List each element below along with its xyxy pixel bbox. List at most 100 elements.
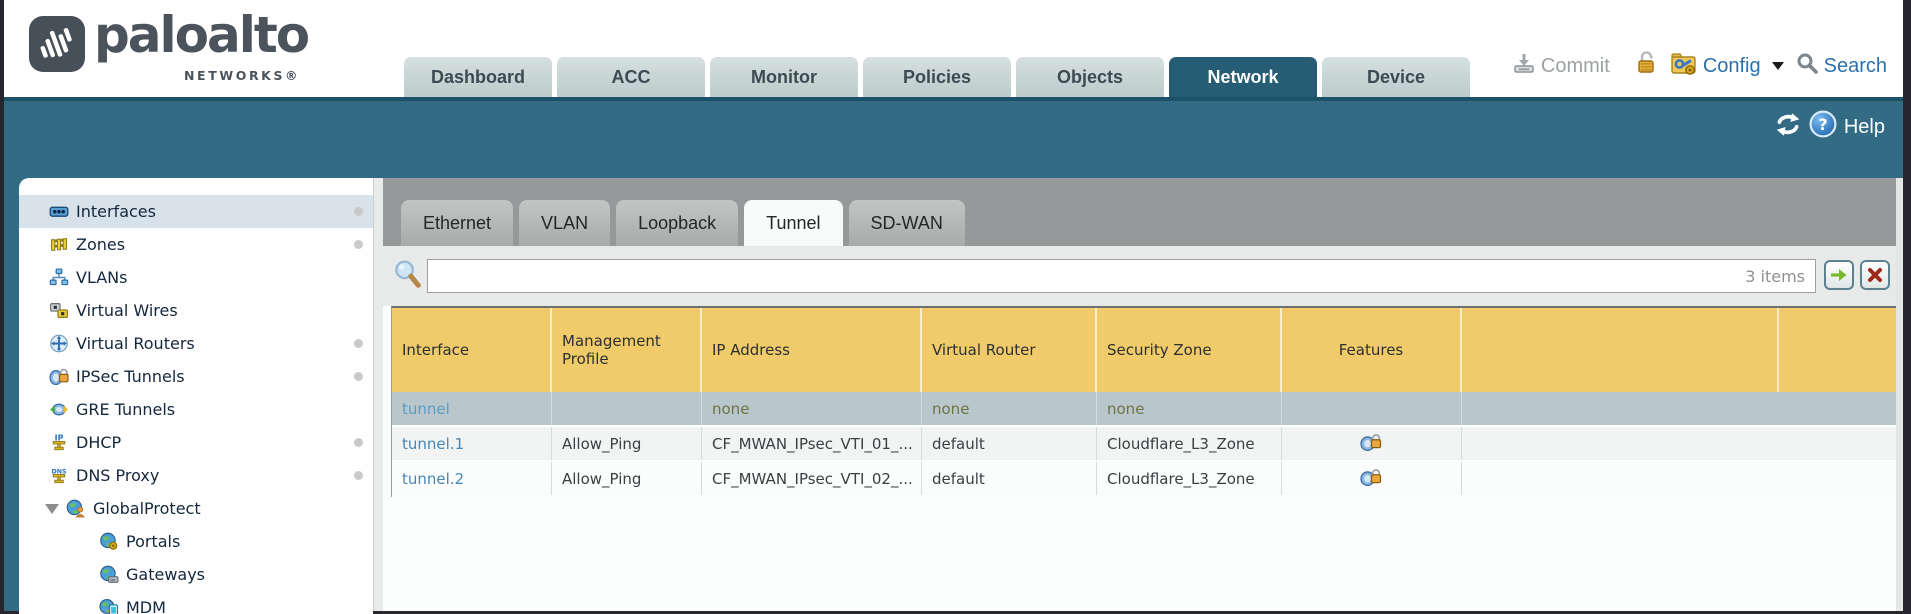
unlock-icon[interactable]	[1636, 50, 1657, 82]
col-header-gutter	[1779, 308, 1899, 392]
help-icon[interactable]: ?	[1809, 110, 1837, 144]
col-header-empty	[1462, 308, 1779, 392]
mdm-icon	[99, 598, 119, 614]
caret-down-icon	[1771, 62, 1784, 70]
status-dot	[354, 372, 363, 381]
cell-empty	[1462, 392, 1779, 425]
cell-empty	[1462, 427, 1779, 460]
col-header-features[interactable]: Features	[1282, 308, 1462, 392]
sidebar-scrollbar[interactable]	[373, 178, 383, 611]
main-nav: Dashboard ACC Monitor Policies Objects N…	[404, 57, 1470, 97]
col-header-management-profile[interactable]: Management Profile	[552, 308, 702, 392]
page-background: paloalto NETWORKS® Dashboard ACC Monitor…	[4, 0, 1903, 614]
sidebar-item-zones[interactable]: Zones	[19, 228, 373, 261]
tab-monitor[interactable]: Monitor	[710, 57, 858, 97]
tab-dashboard[interactable]: Dashboard	[404, 57, 552, 97]
dhcp-icon: IP	[49, 433, 69, 452]
status-dot	[354, 207, 363, 216]
sidebar-item-virtual-routers[interactable]: Virtual Routers	[19, 327, 373, 360]
sidebar-item-virtual-wires[interactable]: Virtual Wires	[19, 294, 373, 327]
brand-subtitle: NETWORKS®	[184, 68, 301, 83]
cell-security-zone: none	[1097, 392, 1282, 425]
collapse-triangle-icon[interactable]	[45, 503, 59, 514]
sidebar-item-label: Portals	[126, 532, 181, 551]
sidebar-item-portals[interactable]: Portals	[19, 525, 373, 558]
subtab-sdwan[interactable]: SD-WAN	[848, 200, 965, 246]
sidebar-item-label: GlobalProtect	[93, 499, 201, 518]
sidebar-item-dhcp[interactable]: IP DHCP	[19, 426, 373, 459]
sidebar-item-label: Virtual Wires	[76, 301, 178, 320]
commit-icon	[1512, 51, 1536, 81]
commit-button[interactable]: Commit	[1512, 51, 1610, 81]
tunnel-lock-icon[interactable]	[1360, 433, 1383, 455]
search-label: Search	[1823, 54, 1887, 77]
sidebar-item-label: VLANs	[76, 268, 128, 287]
col-header-security-zone[interactable]: Security Zone	[1097, 308, 1282, 392]
tab-device[interactable]: Device	[1322, 57, 1470, 97]
table-row-tunnel[interactable]: tunnel none none none	[392, 392, 1899, 427]
col-header-ip-address[interactable]: IP Address	[702, 308, 922, 392]
sidebar-item-gateways[interactable]: Gateways	[19, 558, 373, 591]
tab-network[interactable]: Network	[1169, 57, 1317, 97]
dns-proxy-icon: DNS	[49, 466, 69, 485]
sidebar-item-label: Interfaces	[76, 202, 156, 221]
col-header-virtual-router[interactable]: Virtual Router	[922, 308, 1097, 392]
config-menu-button[interactable]: Config	[1671, 51, 1784, 82]
sidebar-item-ipsec-tunnels[interactable]: IPSec Tunnels	[19, 360, 373, 393]
cell-features	[1282, 392, 1462, 425]
gre-tunnels-icon	[49, 400, 69, 419]
sidebar-item-mdm[interactable]: MDM	[19, 591, 373, 614]
sidebar-item-label: GRE Tunnels	[76, 400, 176, 419]
cell-virtual-router: default	[922, 427, 1097, 460]
status-dot	[354, 471, 363, 480]
brand-name: paloalto	[94, 6, 310, 64]
interfaces-table: Interface Management Profile IP Address …	[391, 306, 1899, 497]
gateways-icon	[99, 565, 119, 584]
help-label[interactable]: Help	[1843, 115, 1885, 138]
table-row-tunnel-2[interactable]: tunnel.2 Allow_Ping CF_MWAN_IPsec_VTI_02…	[392, 462, 1899, 497]
clear-filter-button[interactable]	[1860, 260, 1890, 290]
subtab-ethernet[interactable]: Ethernet	[401, 200, 514, 246]
content-area: Ethernet VLAN Loopback Tunnel SD-WAN	[383, 178, 1903, 611]
sidebar-item-gre-tunnels[interactable]: GRE Tunnels	[19, 393, 373, 426]
interface-link[interactable]: tunnel.2	[402, 469, 465, 488]
tunnel-lock-icon[interactable]	[1360, 468, 1383, 490]
sidebar-item-label: Virtual Routers	[76, 334, 195, 353]
sidebar-item-interfaces[interactable]: Interfaces	[19, 195, 373, 228]
filter-search-icon[interactable]	[393, 259, 423, 295]
page-scrollbar[interactable]	[1896, 178, 1903, 611]
sidebar-item-dns-proxy[interactable]: DNS DNS Proxy	[19, 459, 373, 492]
cell-features	[1282, 427, 1462, 460]
config-label: Config	[1702, 54, 1761, 77]
cell-virtual-router: none	[922, 392, 1097, 425]
sidebar-item-label: DHCP	[76, 433, 122, 452]
svg-text:IP: IP	[55, 433, 64, 442]
table-row-tunnel-1[interactable]: tunnel.1 Allow_Ping CF_MWAN_IPsec_VTI_01…	[392, 427, 1899, 462]
sidebar: Interfaces Zones	[19, 178, 373, 614]
refresh-icon[interactable]	[1774, 112, 1802, 142]
tab-objects[interactable]: Objects	[1016, 57, 1164, 97]
tab-policies[interactable]: Policies	[863, 57, 1011, 97]
tab-acc[interactable]: ACC	[557, 57, 705, 97]
status-dot	[354, 240, 363, 249]
search-button[interactable]: Search	[1796, 52, 1887, 81]
config-icon	[1671, 51, 1698, 82]
cell-management-profile: Allow_Ping	[552, 427, 702, 460]
filter-input[interactable]	[427, 259, 1816, 293]
sidebar-item-vlans[interactable]: VLANs	[19, 261, 373, 294]
subtab-tunnel[interactable]: Tunnel	[744, 200, 843, 246]
cell-security-zone: Cloudflare_L3_Zone	[1097, 462, 1282, 495]
interfaces-icon	[49, 202, 69, 221]
subtab-vlan[interactable]: VLAN	[519, 200, 611, 246]
zones-icon	[49, 235, 69, 254]
apply-filter-button[interactable]	[1824, 260, 1854, 290]
commit-label: Commit	[1540, 54, 1610, 77]
subtab-loopback[interactable]: Loopback	[616, 200, 739, 246]
interface-link[interactable]: tunnel	[402, 399, 450, 418]
cell-ip-address: CF_MWAN_IPsec_VTI_01_...	[702, 427, 922, 460]
sidebar-item-globalprotect[interactable]: GlobalProtect	[19, 492, 373, 525]
sidebar-item-label: MDM	[126, 598, 166, 614]
col-header-interface[interactable]: Interface	[392, 308, 552, 392]
interface-link[interactable]: tunnel.1	[402, 434, 465, 453]
sidebar-item-label: Zones	[76, 235, 126, 254]
